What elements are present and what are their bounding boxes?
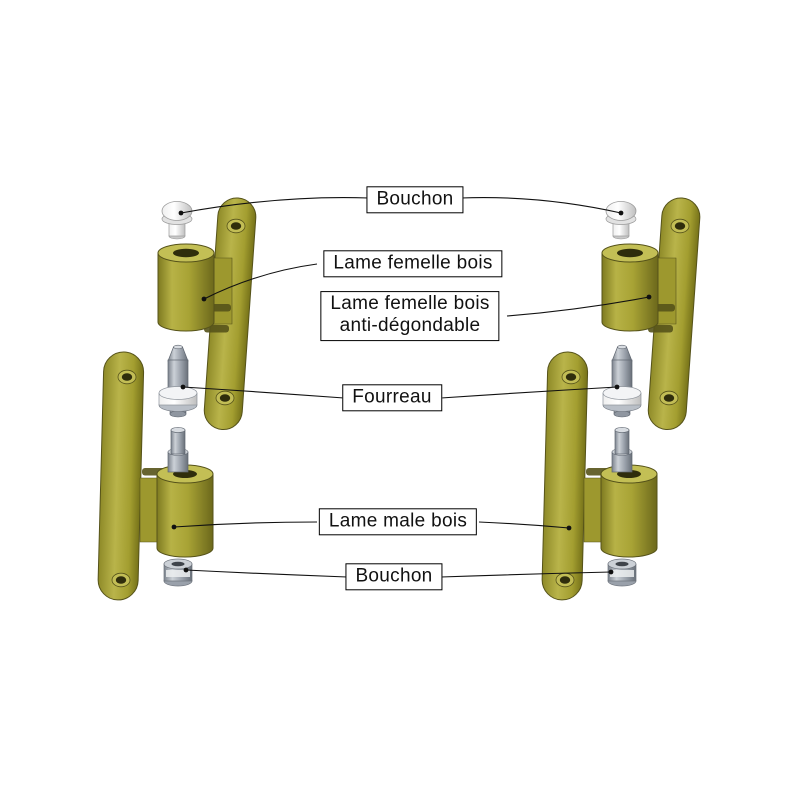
hinge-assembly-right	[541, 196, 702, 601]
label-anti-degondable-line1: Lame femelle bois	[330, 293, 490, 315]
leader-lines	[173, 197, 650, 578]
hinge-assembly-left	[97, 196, 258, 601]
label-bouchon-bottom: Bouchon	[345, 563, 443, 591]
label-lame-femelle-bois-anti-degondable: Lame femelle bois anti-dégondable	[320, 291, 500, 341]
label-fourreau: Fourreau	[342, 384, 442, 412]
label-lame-femelle-bois: Lame femelle bois	[323, 250, 503, 278]
label-bouchon-top: Bouchon	[366, 186, 464, 214]
leader-dots	[171, 210, 652, 575]
label-anti-degondable-line2: anti-dégondable	[339, 315, 481, 337]
label-lame-male-bois: Lame male bois	[318, 508, 478, 536]
